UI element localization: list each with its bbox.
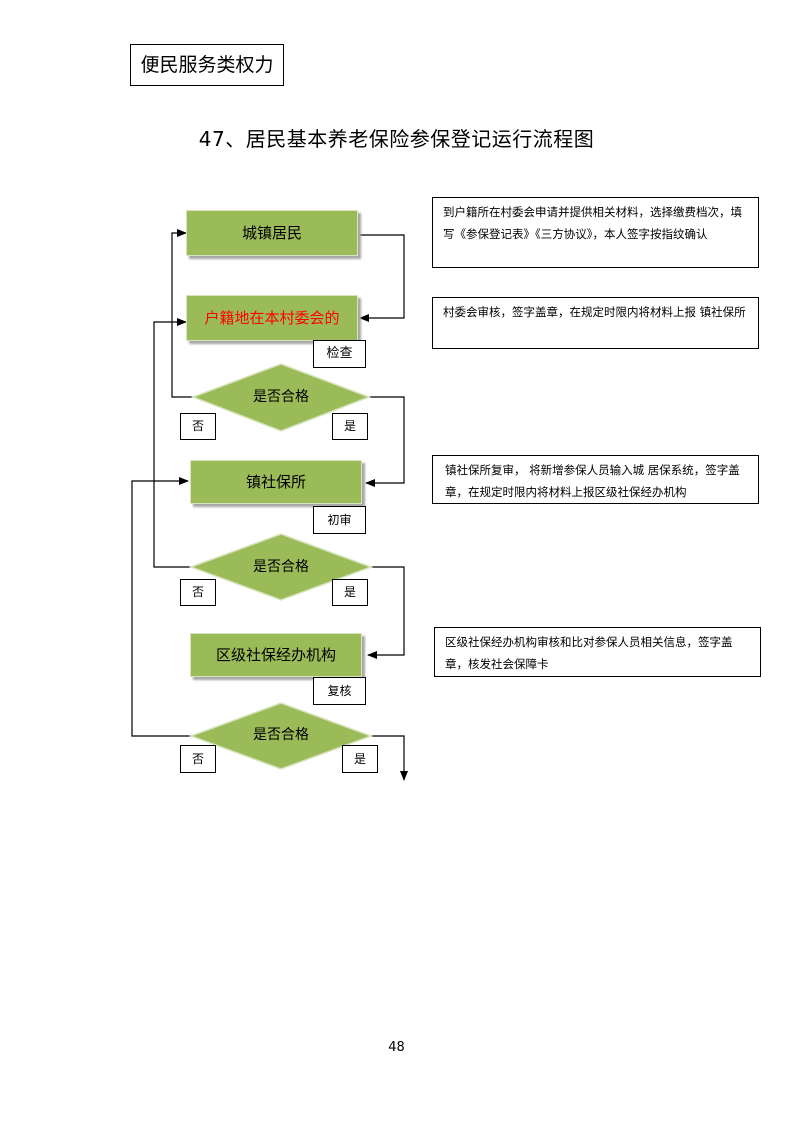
note-district-review: 区级社保经办机构审核和比对参保人员相关信息，签字盖章，核发社会保障卡 [434,627,761,677]
node-district-agency: 区级社保经办机构 [190,633,362,677]
connector-yes3-exit [368,735,408,781]
branch-no-3: 否 [180,745,216,773]
stage-tag-check: 检查 [313,340,366,368]
node-town-social-security: 镇社保所 [190,460,362,504]
decision-diamond-2 [188,533,374,601]
decision-label-1: 是否合格 [253,389,309,405]
branch-yes-3: 是 [342,745,378,773]
branch-yes-2: 是 [332,579,368,606]
connector-residents-to-committee [359,234,405,322]
node-urban-residents-label: 城镇居民 [241,224,302,242]
stage-tag-re-review: 复核 [313,677,366,705]
note-town-review: 镇社保所复审， 将新增参保人员输入城 居保系统，签字盖章，在规定时限内将材料上报… [432,455,759,504]
connector-no3-to-town [131,477,192,737]
node-urban-residents: 城镇居民 [186,210,358,256]
decision-label-3: 是否合格 [253,727,309,743]
note-application: 到户籍所在村委会申请并提供相关材料，选择缴费档次，填写《参保登记表》《三方协议》… [432,197,759,268]
category-box: 便民服务类权力 [130,44,284,86]
connector-no2-to-committee [153,318,192,568]
node-village-committee: 户籍地在本村委会的 [186,295,358,341]
branch-no-1: 否 [180,413,216,440]
node-village-committee-label: 户籍地在本村委会的 [204,309,340,327]
stage-tag-first-review: 初审 [313,506,366,534]
node-district-agency-label: 区级社保经办机构 [215,646,336,664]
decision-label-2: 是否合格 [253,559,309,575]
decision-diamond-1 [190,363,372,432]
connector-yes2-to-district [367,566,405,659]
branch-yes-1: 是 [332,413,368,440]
branch-no-2: 否 [180,579,216,606]
note-committee-review: 村委会审核，签字盖章，在规定时限内将材料上报 镇社保所 [432,297,759,349]
node-town-social-security-label: 镇社保所 [245,473,306,491]
page-title: 47、居民基本养老保险参保登记运行流程图 [198,127,595,151]
decision-diamond-3 [188,702,374,770]
page-number: 48 [388,1040,405,1055]
connector-yes1-to-town [365,396,405,487]
connector-no1-to-residents [171,229,194,398]
